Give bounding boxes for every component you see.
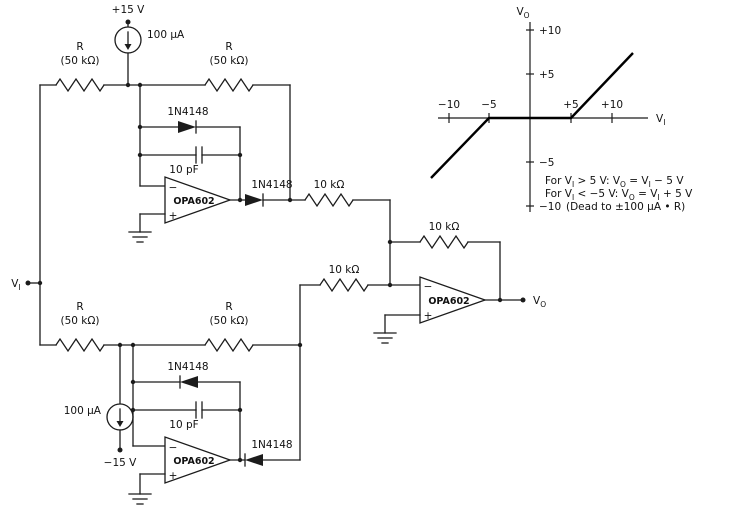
opamp-triangle: [419, 276, 487, 324]
resistor-10k-top: [304, 192, 354, 208]
input-terminal-group: VI: [11, 84, 43, 346]
current-arrowhead: [116, 421, 124, 427]
top-stage: +15 V 100 µA R (50 kΩ) R (50 kΩ) 1N4148: [39, 4, 391, 243]
transfer-curve: [430, 52, 634, 179]
resistor-value: 10 kΩ: [429, 221, 460, 233]
x-tick-label: −5: [481, 99, 496, 111]
ground-symbol: [128, 493, 152, 505]
formula-line-3: (Dead to ±100 µA • R): [566, 201, 685, 213]
junction-dot: [237, 197, 243, 203]
y-tick-label: −10: [539, 201, 561, 213]
capacitor-label: 10 pF: [169, 419, 198, 431]
output-stage: 10 kΩ − + OPA602 VO: [373, 199, 546, 344]
ground-symbol: [128, 231, 152, 243]
pos-supply-label: +15 V: [112, 4, 145, 16]
resistor-10k-bottom: [319, 277, 369, 293]
current-value-label: 100 µA: [64, 405, 102, 417]
resistor-value: (50 kΩ): [61, 55, 100, 67]
x-tick-label: +5: [563, 99, 578, 111]
capacitor-label: 10 pF: [169, 164, 198, 176]
junction-dot: [37, 280, 43, 286]
resistor-50k-right: [204, 337, 254, 353]
junction-dot: [497, 297, 503, 303]
junction-dot: [125, 82, 131, 88]
noninverting-input-sign: +: [424, 310, 433, 322]
y-tick-label: +5: [539, 69, 554, 81]
diode-label: 1N4148: [167, 361, 208, 373]
resistor-name: R: [76, 301, 83, 313]
opamp-label: OPA602: [428, 296, 469, 307]
vi-label: VI: [11, 278, 20, 292]
opamp-triangle: [164, 436, 232, 484]
resistor-value: (50 kΩ): [210, 315, 249, 327]
inverting-input-sign: −: [169, 442, 178, 454]
diode-1n4148-feedback: [178, 121, 196, 133]
resistor-value: 10 kΩ: [314, 179, 345, 191]
diode-label: 1N4148: [251, 179, 292, 191]
resistor-value: (50 kΩ): [210, 55, 249, 67]
bottom-stage: R (50 kΩ) R (50 kΩ) 100 µA −15 V 1N4148 …: [39, 264, 391, 505]
y-tick-label: −5: [539, 157, 554, 169]
current-value-label: 100 µA: [147, 29, 185, 41]
x-tick-label: +10: [601, 99, 623, 111]
junction-dot: [237, 407, 243, 413]
supply-terminal-dot: [117, 447, 123, 453]
x-tick-label: −10: [438, 99, 460, 111]
inverting-input-sign: −: [424, 281, 433, 293]
resistor-name: R: [225, 41, 232, 53]
resistor-50k-left: [55, 77, 105, 93]
formula-annotations: For VI > 5 V: VO = VI − 5 V For VI < −5 …: [545, 175, 693, 213]
resistor-10k-feedback: [419, 234, 469, 250]
diode-label: 1N4148: [251, 439, 292, 451]
current-arrowhead: [124, 44, 132, 50]
opamp-label: OPA602: [173, 456, 214, 467]
diode-1n4148-feedback: [180, 376, 198, 388]
noninverting-input-sign: +: [169, 470, 178, 482]
resistor-50k-left: [55, 337, 105, 353]
resistor-name: R: [225, 301, 232, 313]
noninverting-input-sign: +: [169, 210, 178, 222]
resistor-value: (50 kΩ): [61, 315, 100, 327]
transfer-function-graph: VO VI +10 +5 −5 −10 −10 −5 +5 +10: [430, 6, 665, 213]
y-axis-label: VO: [516, 6, 529, 20]
resistor-name: R: [76, 41, 83, 53]
vo-terminal-dot: [520, 297, 526, 303]
resistor-50k-right: [204, 77, 254, 93]
formula-line-1: For VI > 5 V: VO = VI − 5 V: [545, 175, 684, 189]
opamp-triangle: [164, 176, 232, 224]
diode-1n4148-output: [245, 194, 263, 206]
junction-dot: [237, 152, 243, 158]
vo-label: VO: [533, 295, 546, 309]
diode-1n4148-output: [245, 454, 263, 466]
inverting-input-sign: −: [169, 182, 178, 194]
diode-label: 1N4148: [167, 106, 208, 118]
junction-dot: [237, 457, 243, 463]
ground-symbol: [373, 332, 397, 344]
resistor-value: 10 kΩ: [329, 264, 360, 276]
formula-line-2: For VI < −5 V: VO = VI + 5 V: [545, 188, 693, 202]
x-axis-label: VI: [656, 113, 665, 127]
neg-supply-label: −15 V: [104, 457, 137, 469]
opamp-label: OPA602: [173, 196, 214, 207]
y-tick-label: +10: [539, 25, 561, 37]
